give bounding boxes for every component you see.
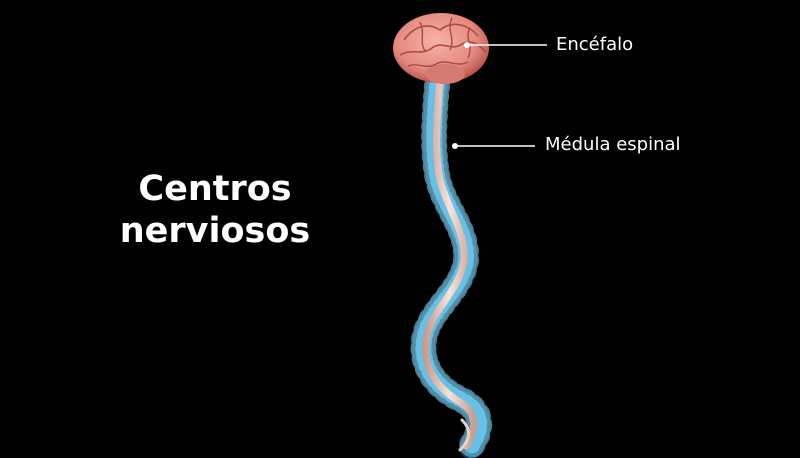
leader-line-brain (464, 42, 547, 48)
title-line-2: nerviosos (119, 211, 311, 251)
label-brain: Encéfalo (556, 34, 634, 55)
filum-terminale (458, 418, 470, 452)
spinal-cord (421, 72, 478, 450)
diagram-title: Centros nerviosos (100, 168, 330, 252)
leader-line-spinal-cord (452, 143, 535, 149)
brain (393, 13, 489, 84)
title-line-1: Centros (138, 169, 292, 209)
label-spinal-cord: Médula espinal (545, 134, 681, 155)
